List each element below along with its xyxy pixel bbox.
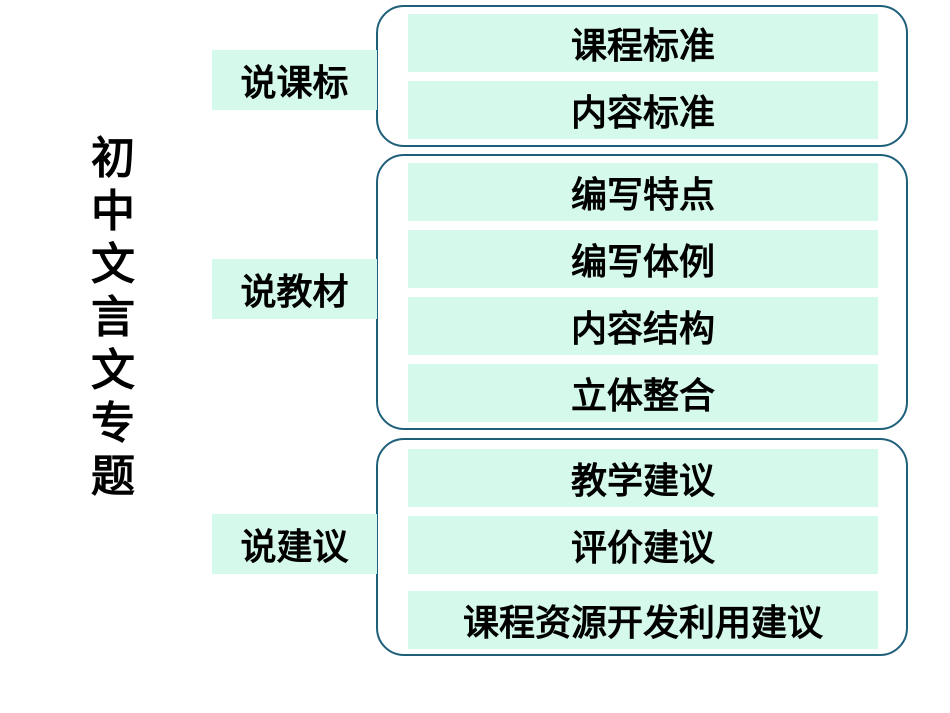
item-resource-development-suggestions: 课程资源开发利用建议 (408, 591, 878, 649)
item-integration: 立体整合 (408, 364, 878, 422)
item-teaching-suggestions: 教学建议 (408, 449, 878, 507)
item-curriculum-standard: 课程标准 (408, 14, 878, 72)
group-label-suggestions: 说建议 (212, 514, 377, 574)
topic-title: 初中文言文专题 (91, 133, 135, 502)
item-evaluation-suggestions: 评价建议 (408, 516, 878, 574)
item-writing-features: 编写特点 (408, 163, 878, 221)
group-label-textbook: 说教材 (212, 259, 377, 319)
group-label-curriculum-standards: 说课标 (212, 50, 377, 110)
item-writing-format: 编写体例 (408, 230, 878, 288)
item-content-standard: 内容标准 (408, 81, 878, 139)
item-content-structure: 内容结构 (408, 297, 878, 355)
